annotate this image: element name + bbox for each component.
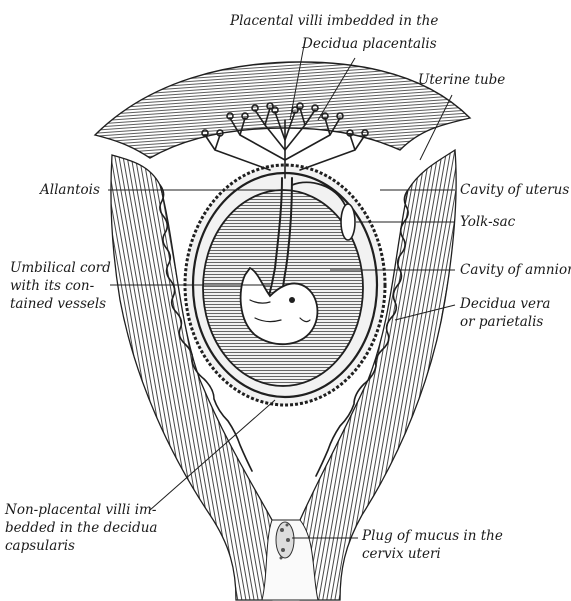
label-uterine-tube: Uterine tube [418,72,505,88]
mucus-plug [276,522,294,560]
label-plug-mucus-1: Plug of mucus in the [361,528,503,544]
label-plug-mucus-2: cervix uteri [362,546,441,562]
label-non-placental-3: capsularis [5,538,75,554]
label-non-placental-2: bedded in the decidua [5,520,157,536]
label-placental-villi-1: Placental villi imbedded in the [229,13,438,29]
label-non-placental-1: Non-placental villi im- [4,502,157,518]
label-allantois: Allantois [38,182,100,198]
label-placental-villi-2: Decidua placentalis [301,36,437,52]
label-yolk-sac: Yolk-sac [460,214,516,230]
label-decidua-vera-2: or parietalis [460,314,543,330]
label-cavity-of-amnion: Cavity of amnion [460,262,571,278]
label-umbilical-cord-3: tained vessels [10,296,106,312]
label-cavity-of-uterus: Cavity of uterus [460,182,569,198]
uterine-fundus [95,62,470,158]
label-umbilical-cord-2: with its con- [10,278,95,294]
label-decidua-vera-1: Decidua vera [459,296,551,312]
label-umbilical-cord-1: Umbilical cord [10,260,111,276]
yolk-sac [341,204,355,240]
